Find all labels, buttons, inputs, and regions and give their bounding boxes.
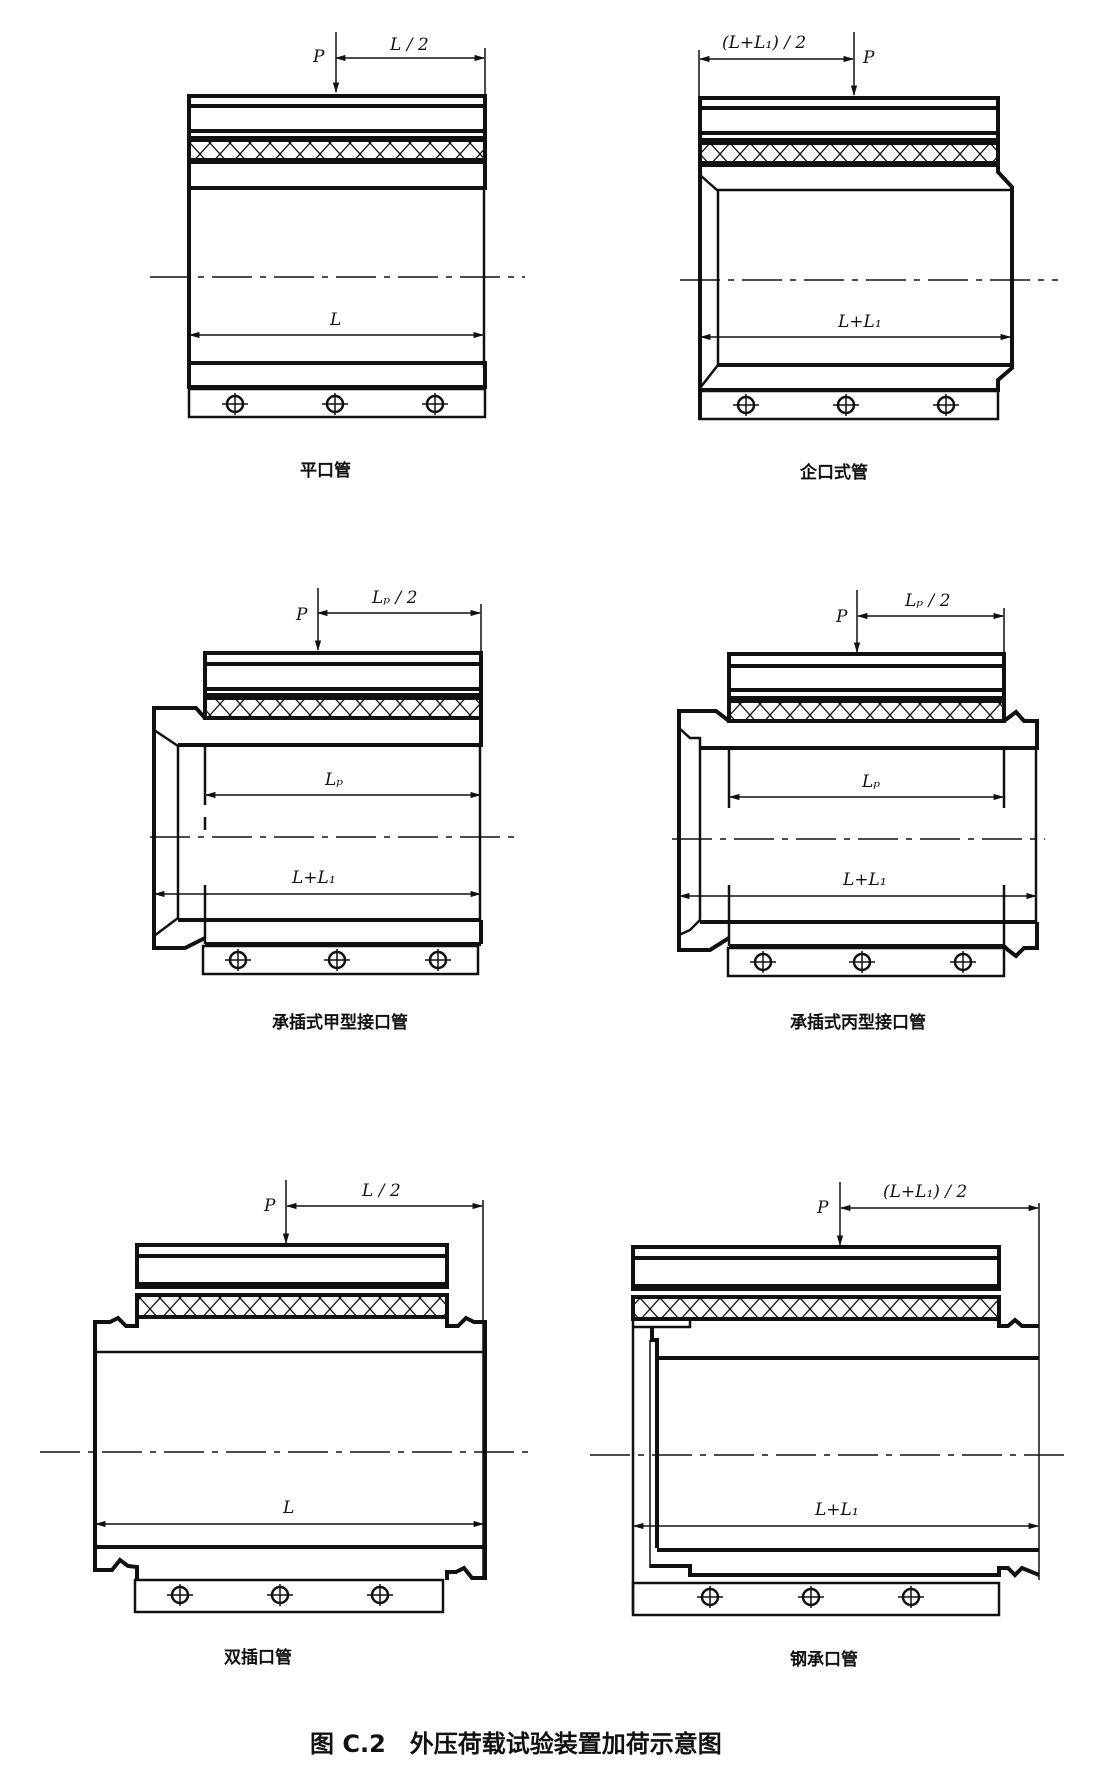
loading-beam [135, 1243, 449, 1289]
load-label: P [295, 605, 308, 625]
load-label: P [263, 1196, 276, 1216]
length-dimension-total: L+L₁ [153, 868, 482, 898]
length-label: L [282, 1498, 294, 1518]
rubber-pad [187, 138, 487, 162]
bolt-icon [833, 394, 859, 416]
bolt-icon [267, 1584, 293, 1606]
load-dim-label: L / 2 [389, 35, 429, 55]
panel-caption: 双插口管 [224, 1647, 292, 1668]
load-arrow: P [816, 1182, 844, 1247]
bolt-icon [167, 1584, 193, 1606]
pipe-body [698, 163, 1014, 420]
length-label: Lₚ [861, 772, 880, 792]
length-label: L+L₁ [842, 870, 887, 890]
load-arrow: P [263, 1180, 290, 1245]
panel-socket-type-a-pipe: P Lₚ / 2 Lₚ [150, 588, 522, 1033]
bolt-icon [425, 949, 451, 971]
pipe-body [93, 1315, 487, 1580]
load-label: P [312, 47, 325, 67]
load-arrow: P [312, 32, 340, 94]
bolt-icon [798, 1586, 824, 1608]
loading-beam [187, 94, 487, 140]
bolt-icon [933, 394, 959, 416]
load-position-dimension: (L+L₁) / 2 [839, 1182, 1040, 1580]
rubber-pad [698, 141, 1000, 165]
figure-title: 图 C.2 外压荷载试验装置加荷示意图 [310, 1730, 722, 1758]
rubber-pad [135, 1293, 449, 1319]
pipe-body [152, 706, 483, 950]
support-base [726, 946, 1006, 978]
load-arrow: P [835, 590, 861, 654]
panel-caption: 承插式甲型接口管 [272, 1012, 408, 1033]
support-base [201, 944, 480, 976]
load-label: P [816, 1198, 829, 1218]
pipe-body [677, 709, 1039, 959]
bolt-icon [222, 393, 248, 415]
load-dim-label: L / 2 [361, 1181, 401, 1201]
load-dim-label: Lₚ / 2 [371, 588, 417, 608]
support-base [187, 387, 487, 419]
load-label: P [862, 48, 875, 68]
bolt-icon [322, 393, 348, 415]
support-base [698, 389, 1000, 421]
panel-double-spigot-pipe: P L / 2 L [40, 1180, 530, 1668]
bolt-icon [849, 951, 875, 973]
bolt-icon [697, 1586, 723, 1608]
length-dimension: L+L₁ [632, 1500, 1040, 1530]
panel-caption: 承插式丙型接口管 [790, 1012, 926, 1033]
bolt-icon [750, 951, 776, 973]
load-arrow: P [295, 588, 322, 652]
length-dimension: L [94, 1498, 485, 1528]
support-base [631, 1581, 1001, 1617]
pipe-body [187, 160, 487, 389]
load-position-dimension: L / 2 [334, 35, 486, 100]
length-label: L+L₁ [814, 1500, 859, 1520]
pipe-body [631, 1317, 1040, 1612]
load-dim-label: (L+L₁) / 2 [883, 1182, 967, 1202]
load-position-dimension: (L+L₁) / 2 [698, 33, 855, 100]
rubber-pad [203, 696, 483, 720]
load-position-dimension: Lₚ / 2 [856, 591, 1005, 660]
panel-flat-pipe: P L / 2 L [150, 32, 525, 481]
bolt-icon [324, 949, 350, 971]
length-dimension-total: L+L₁ [678, 870, 1038, 900]
bolt-icon [225, 949, 251, 971]
length-label: Lₚ [324, 770, 343, 790]
bolt-icon [422, 393, 448, 415]
panel-steel-bell-pipe: P (L+L₁) / 2 L+L₁ [590, 1182, 1070, 1670]
load-position-dimension: Lₚ / 2 [316, 588, 482, 655]
loading-beam [631, 1245, 1001, 1291]
length-label: L+L₁ [837, 312, 882, 332]
load-dim-label: (L+L₁) / 2 [722, 33, 806, 53]
length-dimension-lp: Lₚ [204, 770, 482, 799]
length-dimension: L [188, 310, 485, 339]
load-position-dimension: L / 2 [285, 1181, 484, 1580]
bolt-icon [898, 1586, 924, 1608]
bolt-icon [733, 394, 759, 416]
loading-beam [698, 96, 1000, 142]
panel-socket-type-c-pipe: P Lₚ / 2 [672, 590, 1045, 1033]
rubber-pad [631, 1295, 1001, 1321]
bolt-icon [367, 1584, 393, 1606]
length-dimension-lp: Lₚ [728, 772, 1005, 801]
panel-caption: 钢承口管 [790, 1649, 858, 1670]
panel-caption: 企口式管 [799, 462, 868, 483]
length-label: L [329, 310, 341, 330]
length-dimension: L+L₁ [699, 312, 1012, 341]
load-label: P [835, 607, 848, 627]
length-label: L+L₁ [291, 868, 336, 888]
rubber-pad [727, 699, 1006, 723]
bolt-icon [950, 951, 976, 973]
panel-caption: 平口管 [300, 460, 351, 481]
loading-beam [727, 652, 1006, 700]
panel-tongue-groove-pipe: P (L+L₁) / 2 L+L₁ [680, 32, 1058, 483]
support-base [133, 1578, 445, 1614]
load-arrow: P [850, 32, 875, 97]
loading-beam [203, 651, 483, 697]
load-dim-label: Lₚ / 2 [904, 591, 950, 611]
